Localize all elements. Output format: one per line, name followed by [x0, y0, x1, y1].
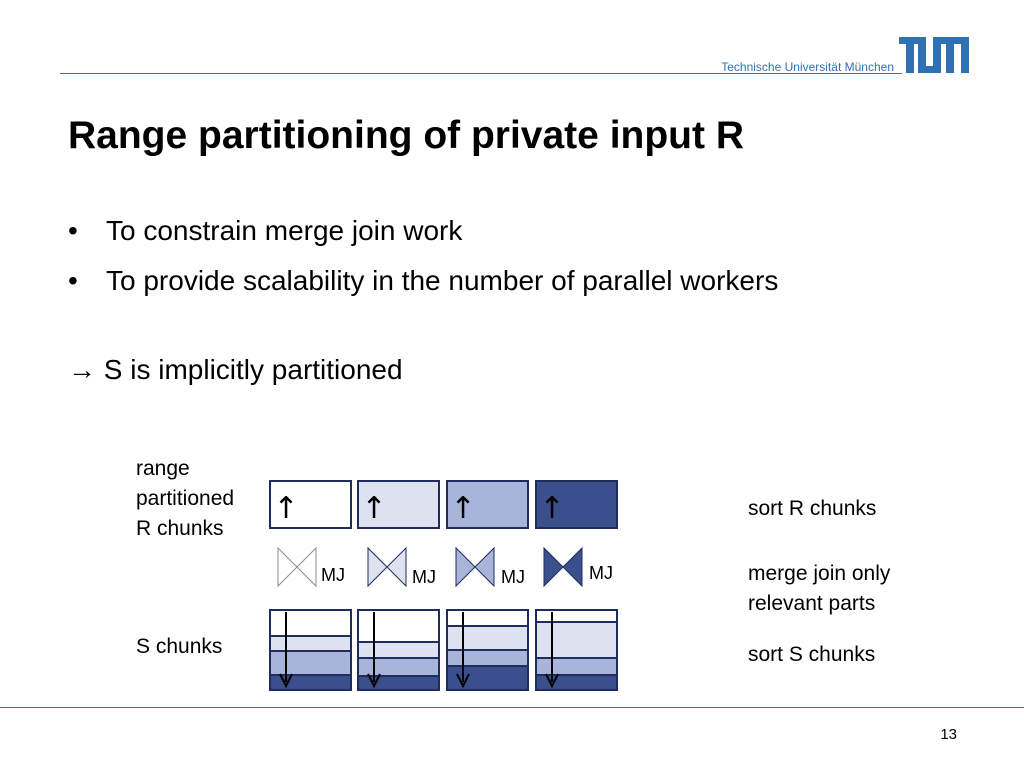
down-arrow-head	[279, 673, 293, 689]
r-chunks-label-line: partitioned	[136, 487, 235, 510]
r-chunk	[535, 480, 618, 529]
tum-logo	[899, 37, 969, 73]
conclusion-line: → S is implicitly partitioned	[68, 354, 403, 385]
s-chunk	[357, 609, 440, 691]
s-chunk-band	[270, 636, 351, 651]
merge-join-icon	[543, 546, 583, 588]
page-number: 13	[940, 726, 957, 743]
r-chunks-label-line: R chunks	[136, 517, 224, 540]
s-chunk-band	[447, 666, 528, 690]
merge-join-icon	[277, 546, 317, 588]
up-arrow-icon: ↑	[539, 491, 564, 526]
s-chunk-band	[447, 626, 528, 650]
s-chunk-band	[358, 658, 439, 676]
footer-divider	[0, 707, 1024, 708]
slide-title: Range partitioning of private input R	[68, 114, 744, 157]
up-arrow-icon: ↑	[450, 491, 475, 526]
s-chunk-band	[447, 610, 528, 626]
r-chunk	[357, 480, 440, 529]
s-chunk	[269, 609, 352, 691]
s-chunks-label: S chunks	[136, 635, 223, 658]
bullet-icon: •	[68, 265, 78, 296]
bullet-text: To constrain merge join work	[106, 215, 463, 246]
s-chunk-band	[447, 650, 528, 666]
merge-label-line: merge join only	[748, 562, 891, 585]
bullet-icon: •	[68, 215, 78, 246]
merge-join-label: MJ	[412, 567, 436, 587]
s-chunk-band	[536, 610, 617, 622]
down-arrow-head	[456, 673, 470, 689]
r-chunk	[269, 480, 352, 529]
s-chunk-band	[270, 610, 351, 636]
s-chunk-band	[358, 610, 439, 642]
s-chunk	[446, 609, 529, 691]
s-chunk	[535, 609, 618, 691]
s-chunk-band	[358, 642, 439, 658]
r-chunk	[446, 480, 529, 529]
down-arrow-head	[367, 673, 381, 689]
merge-join-label: MJ	[589, 563, 613, 583]
s-chunk-band	[536, 658, 617, 675]
r-chunks-label: range partitioned R chunks	[136, 454, 234, 544]
down-arrow-head	[545, 673, 559, 689]
university-name: Technische Universität München	[721, 60, 894, 74]
bullet-text: To provide scalability in the number of …	[106, 265, 779, 296]
s-chunk-band	[270, 651, 351, 675]
sort-s-label: sort S chunks	[748, 643, 876, 666]
up-arrow-icon: ↑	[273, 491, 298, 526]
merge-label-line: relevant parts	[748, 592, 876, 615]
merge-join-icon	[455, 546, 495, 588]
header-divider	[60, 73, 902, 74]
merge-join-label: MJ	[321, 565, 345, 585]
merge-join-icon	[367, 546, 407, 588]
merge-label: merge join only relevant parts	[748, 559, 890, 619]
sort-r-label: sort R chunks	[748, 497, 877, 520]
merge-join-label: MJ	[501, 567, 525, 587]
up-arrow-icon: ↑	[361, 491, 386, 526]
r-chunks-label-line: range	[136, 457, 190, 480]
s-chunk-band	[536, 622, 617, 658]
